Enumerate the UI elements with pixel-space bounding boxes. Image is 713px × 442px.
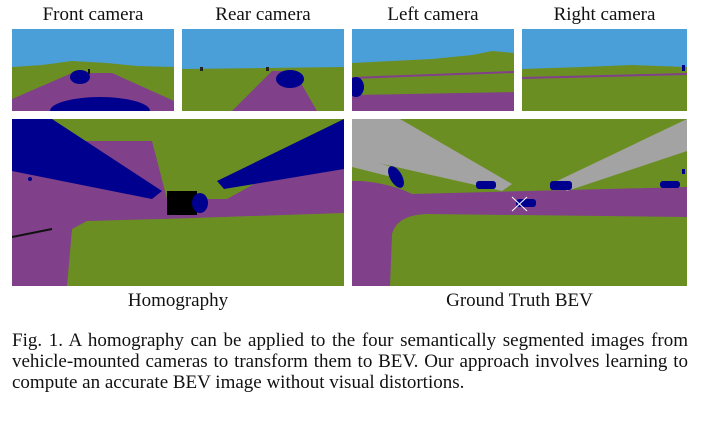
- figure-caption: Fig. 1. A homography can be applied to t…: [12, 330, 688, 393]
- ground-truth-bev-image: [352, 119, 687, 286]
- rear-camera-label: Rear camera: [215, 4, 311, 25]
- ground-truth-bev-label: Ground Truth BEV: [446, 290, 593, 311]
- homography-image: [12, 119, 344, 286]
- right-camera-label: Right camera: [553, 4, 656, 25]
- rear-camera-image: [182, 29, 344, 111]
- front-camera-label: Front camera: [42, 4, 144, 25]
- left-camera-label: Left camera: [387, 4, 479, 25]
- homography-label: Homography: [127, 290, 229, 311]
- front-camera-image: [12, 29, 174, 111]
- left-camera-image: [352, 29, 514, 111]
- right-camera-image: [522, 29, 687, 111]
